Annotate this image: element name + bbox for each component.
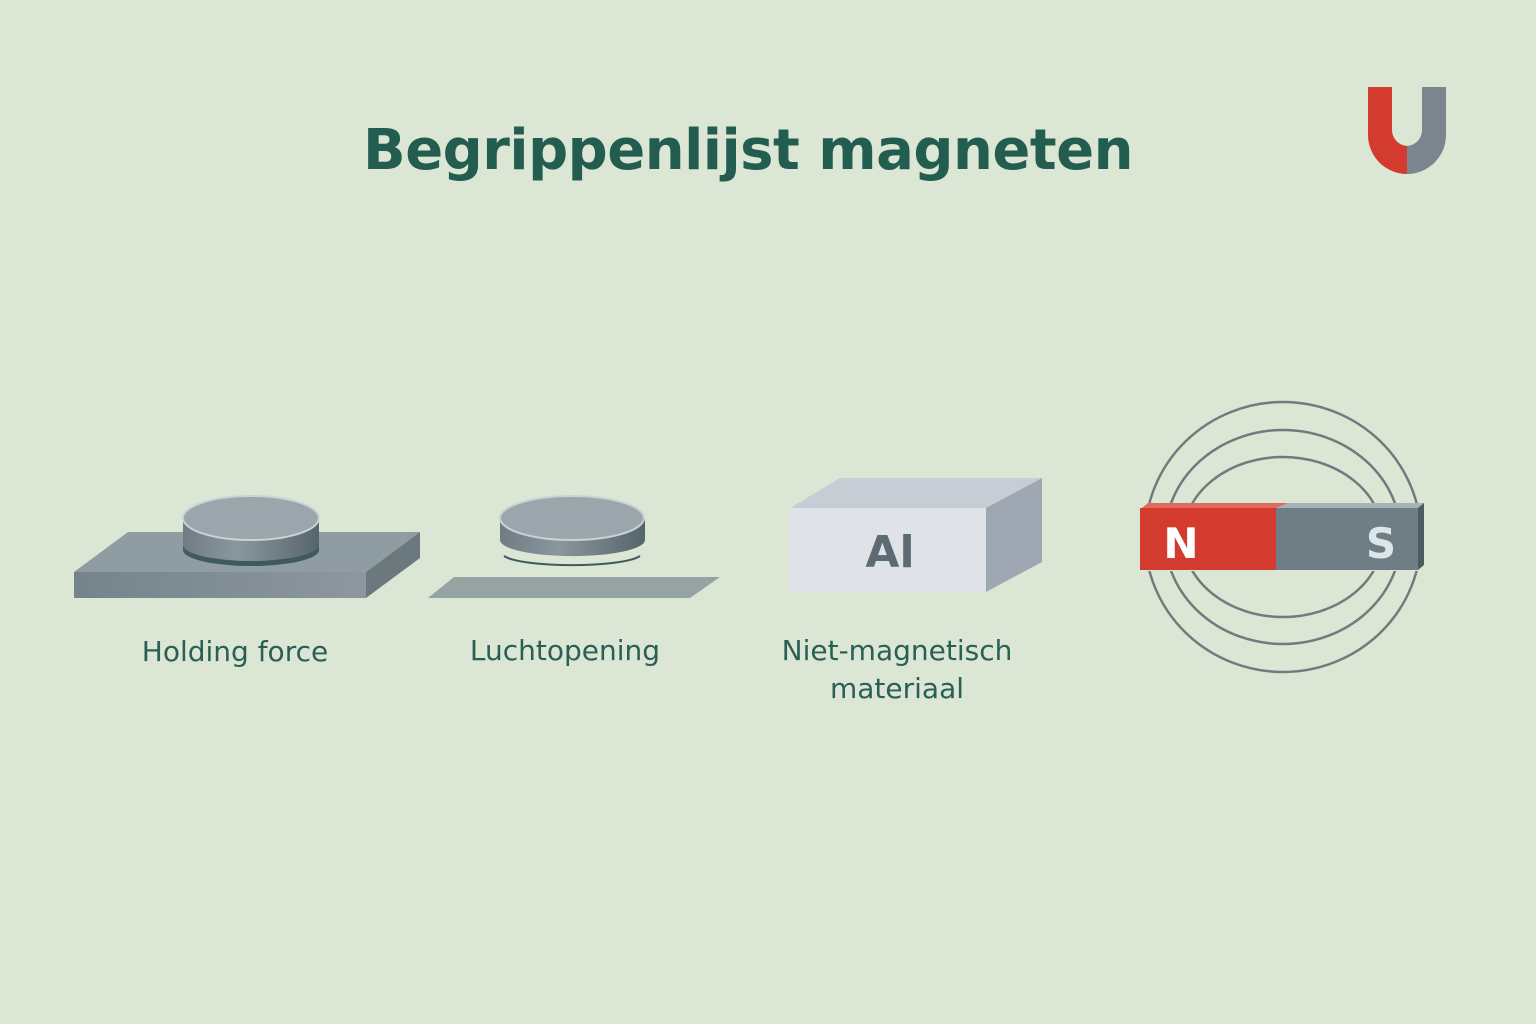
- magnet-on-plate-illustration: [74, 495, 420, 598]
- aluminium-block-illustration: Al: [790, 478, 1042, 592]
- bar-magnet-field-lines-illustration: N S: [1140, 400, 1424, 674]
- south-pole-label: S: [1366, 519, 1396, 568]
- label-line-1: Niet-magnetisch: [781, 634, 1013, 667]
- magnet-air-gap-illustration: [428, 495, 720, 598]
- page-title: Begrippenlijst magneten: [363, 118, 1133, 183]
- label-niet-magnetisch-materiaal: Niet-magnetisch materiaal: [747, 632, 1047, 708]
- label-line-2: materiaal: [829, 672, 965, 705]
- block-label: Al: [865, 527, 914, 578]
- horseshoe-magnet-icon: [1368, 87, 1446, 174]
- north-pole-label: N: [1163, 519, 1198, 568]
- label-luchtopening: Luchtopening: [469, 634, 661, 667]
- label-holding-force: Holding force: [141, 635, 329, 668]
